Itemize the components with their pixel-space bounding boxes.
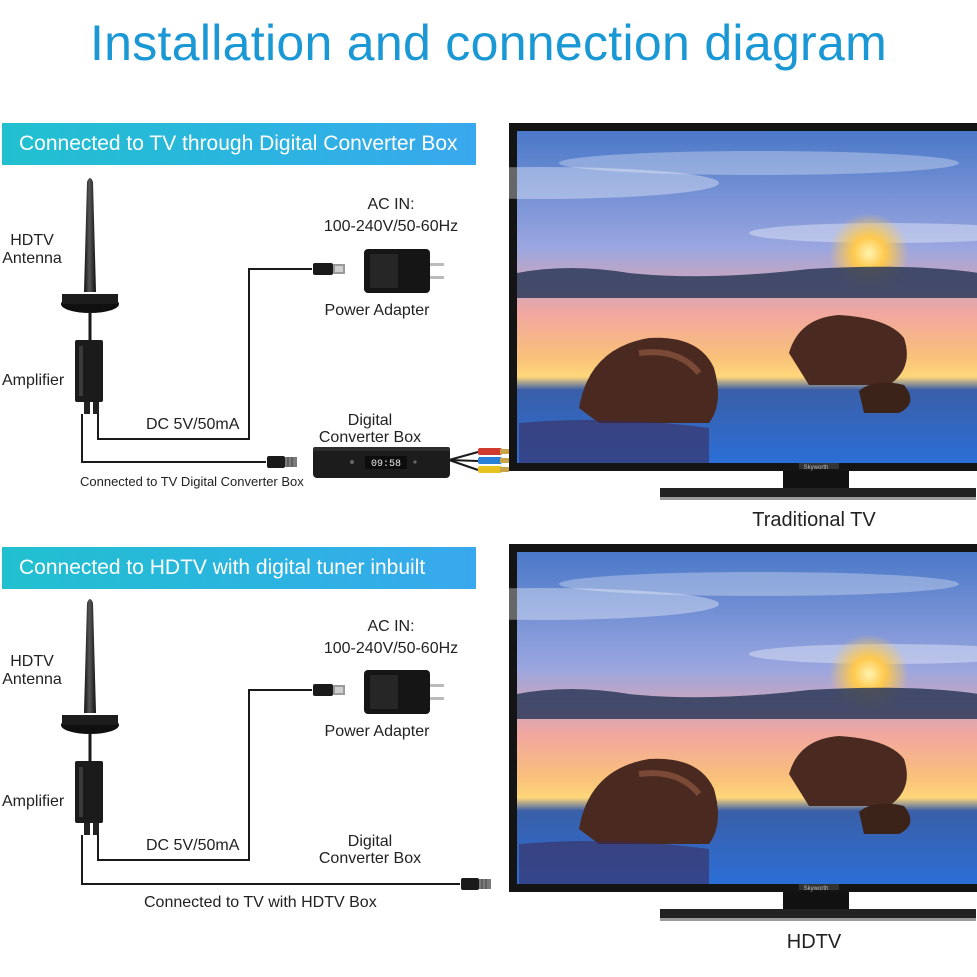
tv-label-1: Traditional TV: [752, 509, 876, 531]
tv-brand-1: Skyworth: [804, 465, 829, 471]
power-adapter-1: [364, 249, 444, 293]
converter-box-line1: Digital: [347, 412, 393, 429]
antenna-label-line2: Antenna: [2, 250, 62, 267]
power-adapter-label-1: Power Adapter: [324, 302, 430, 319]
coax-plug-2: [460, 877, 492, 891]
hdtv-illustration: [359, 544, 977, 921]
cable-caption-1: Connected to TV Digital Converter Box: [80, 474, 304, 489]
rca-plugs: [478, 448, 509, 473]
section1-banner: Connected to TV through Digital Converte…: [2, 123, 476, 165]
antenna-label-2: HDTV Antenna: [2, 653, 62, 689]
converter-box-line2: Converter Box: [318, 429, 422, 446]
coax-plug-1: [266, 455, 298, 469]
dc-label-2: DC 5V/50mA: [146, 837, 240, 854]
amplifier-label-1: Amplifier: [2, 372, 65, 389]
tv-label-2: HDTV: [786, 931, 842, 953]
ac-in-label-2: AC IN: 100-240V/50-60Hz: [311, 618, 471, 658]
ac-in-line1: AC IN:: [367, 196, 415, 213]
cable-lines-2: [81, 689, 460, 885]
antenna-label-line2: Antenna: [2, 671, 62, 688]
tv-brand-2: Skyworth: [804, 886, 829, 892]
section2-banner: Connected to HDTV with digital tuner inb…: [2, 547, 476, 589]
converter-box-label-1: Digital Converter Box: [298, 412, 442, 446]
traditional-tv-illustration: [359, 123, 977, 500]
usb-plug-1: [313, 263, 345, 275]
power-adapter-2: [364, 670, 444, 714]
cable-lines-1: [81, 268, 479, 471]
cable-caption-2: Connected to TV with HDTV Box: [144, 894, 377, 911]
ac-in-label-1: AC IN: 100-240V/50-60Hz: [311, 196, 471, 236]
digital-converter-box: [313, 447, 450, 478]
converter-box-line1: Digital: [347, 833, 393, 850]
converter-box-line2: Converter Box: [318, 850, 422, 867]
ac-in-line2: 100-240V/50-60Hz: [323, 640, 459, 657]
antenna-with-amplifier-1: [59, 176, 121, 416]
usb-plug-2: [313, 684, 345, 696]
converter-box-label-2: Digital Converter Box: [298, 833, 442, 867]
diagram-title: Installation and connection diagram: [89, 15, 888, 71]
antenna-label-line1: HDTV: [10, 653, 54, 670]
antenna-with-amplifier-2: [59, 597, 121, 837]
converter-box-display: 09:58: [371, 459, 401, 470]
antenna-label-line1: HDTV: [10, 232, 54, 249]
amplifier-label-2: Amplifier: [2, 793, 65, 810]
ac-in-line1: AC IN:: [367, 618, 415, 635]
antenna-label-1: HDTV Antenna: [2, 232, 62, 268]
dc-label-1: DC 5V/50mA: [146, 416, 240, 433]
power-adapter-label-2: Power Adapter: [324, 723, 430, 740]
ac-in-line2: 100-240V/50-60Hz: [323, 218, 459, 235]
